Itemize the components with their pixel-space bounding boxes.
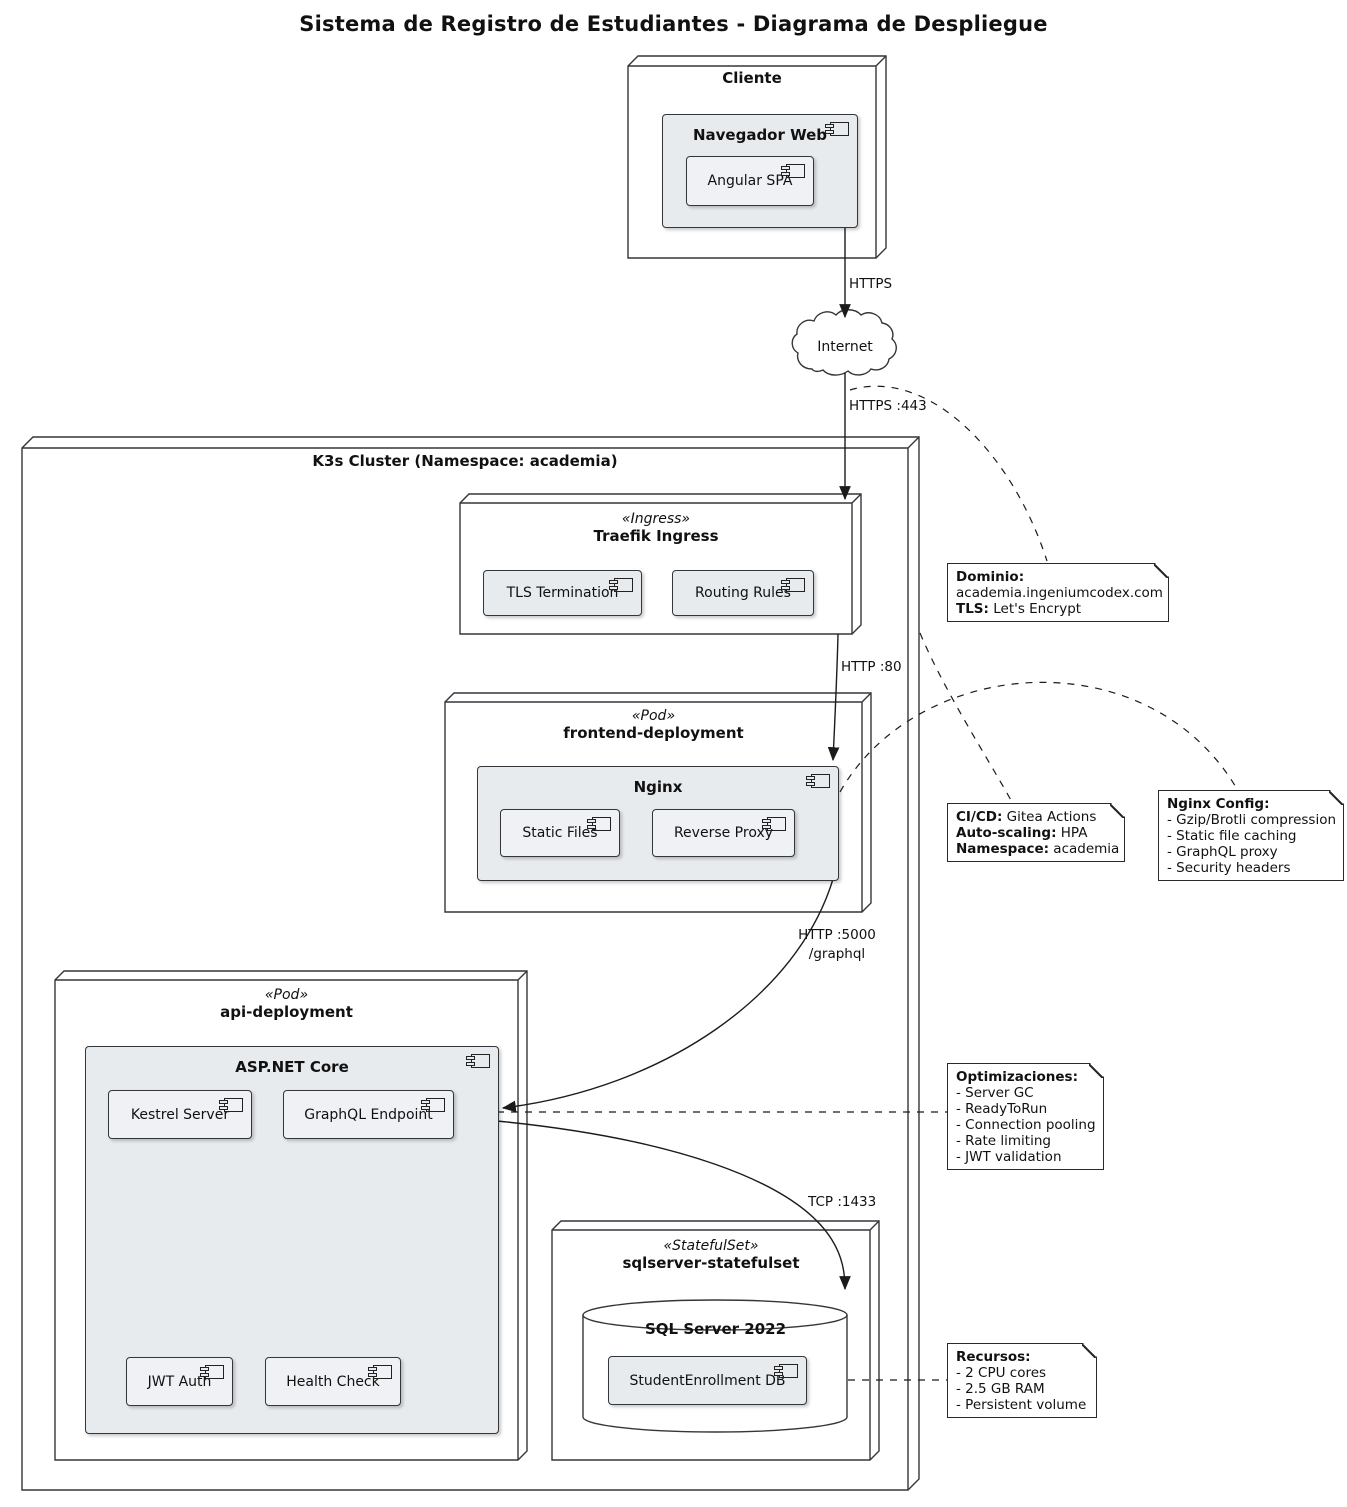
diagram-title: Sistema de Registro de Estudiantes - Dia… [299, 12, 1048, 36]
kestrel-server-component: Kestrel Server [108, 1090, 252, 1139]
reverse-proxy-component: Reverse Proxy [652, 809, 795, 857]
nginx-config-note: Nginx Config: - Gzip/Brotli compression … [1158, 790, 1344, 881]
statefulset-node-title: «StatefulSet» sqlserver-statefulset [622, 1238, 800, 1272]
component-icon [219, 1098, 243, 1112]
component-icon [466, 1054, 490, 1068]
sql-server-label: SQL Server 2022 [644, 1320, 787, 1338]
cicd-note: CI/CD: Gitea Actions Auto-scaling: HPA N… [947, 803, 1125, 862]
api-node-title: «Pod» api-deployment [220, 987, 353, 1021]
edge-label-https-443: HTTPS :443 [849, 398, 927, 414]
edge-label-http-5000: HTTP :5000 [798, 927, 876, 943]
dashed-link-dominio-note [849, 385, 1048, 562]
static-files-component: Static Files [500, 809, 620, 857]
edge-label-tcp-1433: TCP :1433 [808, 1194, 877, 1210]
recursos-note: Recursos: - 2 CPU cores - 2.5 GB RAM - P… [947, 1343, 1097, 1418]
cliente-node-title: Cliente [722, 69, 782, 87]
component-icon [781, 164, 805, 178]
jwt-auth-component: JWT Auth [126, 1357, 233, 1406]
component-icon [609, 578, 633, 592]
routing-rules-component: Routing Rules [672, 570, 814, 616]
student-enrollment-db-component: StudentEnrollment DB [608, 1356, 807, 1405]
edge-label-graphql-path: /graphql [808, 946, 866, 962]
dominio-note: Dominio: academia.ingeniumcodex.com TLS:… [947, 563, 1169, 622]
arrow-nginx-to-aspnet [501, 878, 834, 1113]
tls-termination-component: TLS Termination [483, 570, 642, 616]
component-icon [200, 1365, 224, 1379]
traefik-node-title: «Ingress» Traefik Ingress [593, 511, 719, 545]
component-icon [774, 1364, 798, 1378]
internet-cloud [791, 309, 897, 376]
component-icon [421, 1098, 445, 1112]
component-icon [587, 817, 611, 831]
component-icon [762, 817, 786, 831]
arrow-aspnet-to-sqlserver [496, 1120, 851, 1291]
component-icon [806, 774, 830, 788]
k3s-cluster-node-title: K3s Cluster (Namespace: academia) [312, 452, 618, 470]
graphql-endpoint-component: GraphQL Endpoint [283, 1090, 454, 1139]
frontend-node-title: «Pod» frontend-deployment [563, 708, 744, 742]
optimizaciones-note: Optimizaciones: - Server GC - ReadyToRun… [947, 1063, 1104, 1170]
component-icon [781, 578, 805, 592]
internet-label: Internet [817, 339, 873, 355]
edge-label-http-80: HTTP :80 [841, 659, 902, 675]
health-check-component: Health Check [265, 1357, 401, 1406]
angular-spa-component: Angular SPA [686, 156, 814, 206]
component-icon [825, 122, 849, 136]
component-icon [368, 1365, 392, 1379]
dashed-link-cicd-note [919, 632, 1013, 803]
arrow-traefik-to-nginx [827, 633, 840, 762]
edge-label-https: HTTPS [849, 276, 893, 292]
